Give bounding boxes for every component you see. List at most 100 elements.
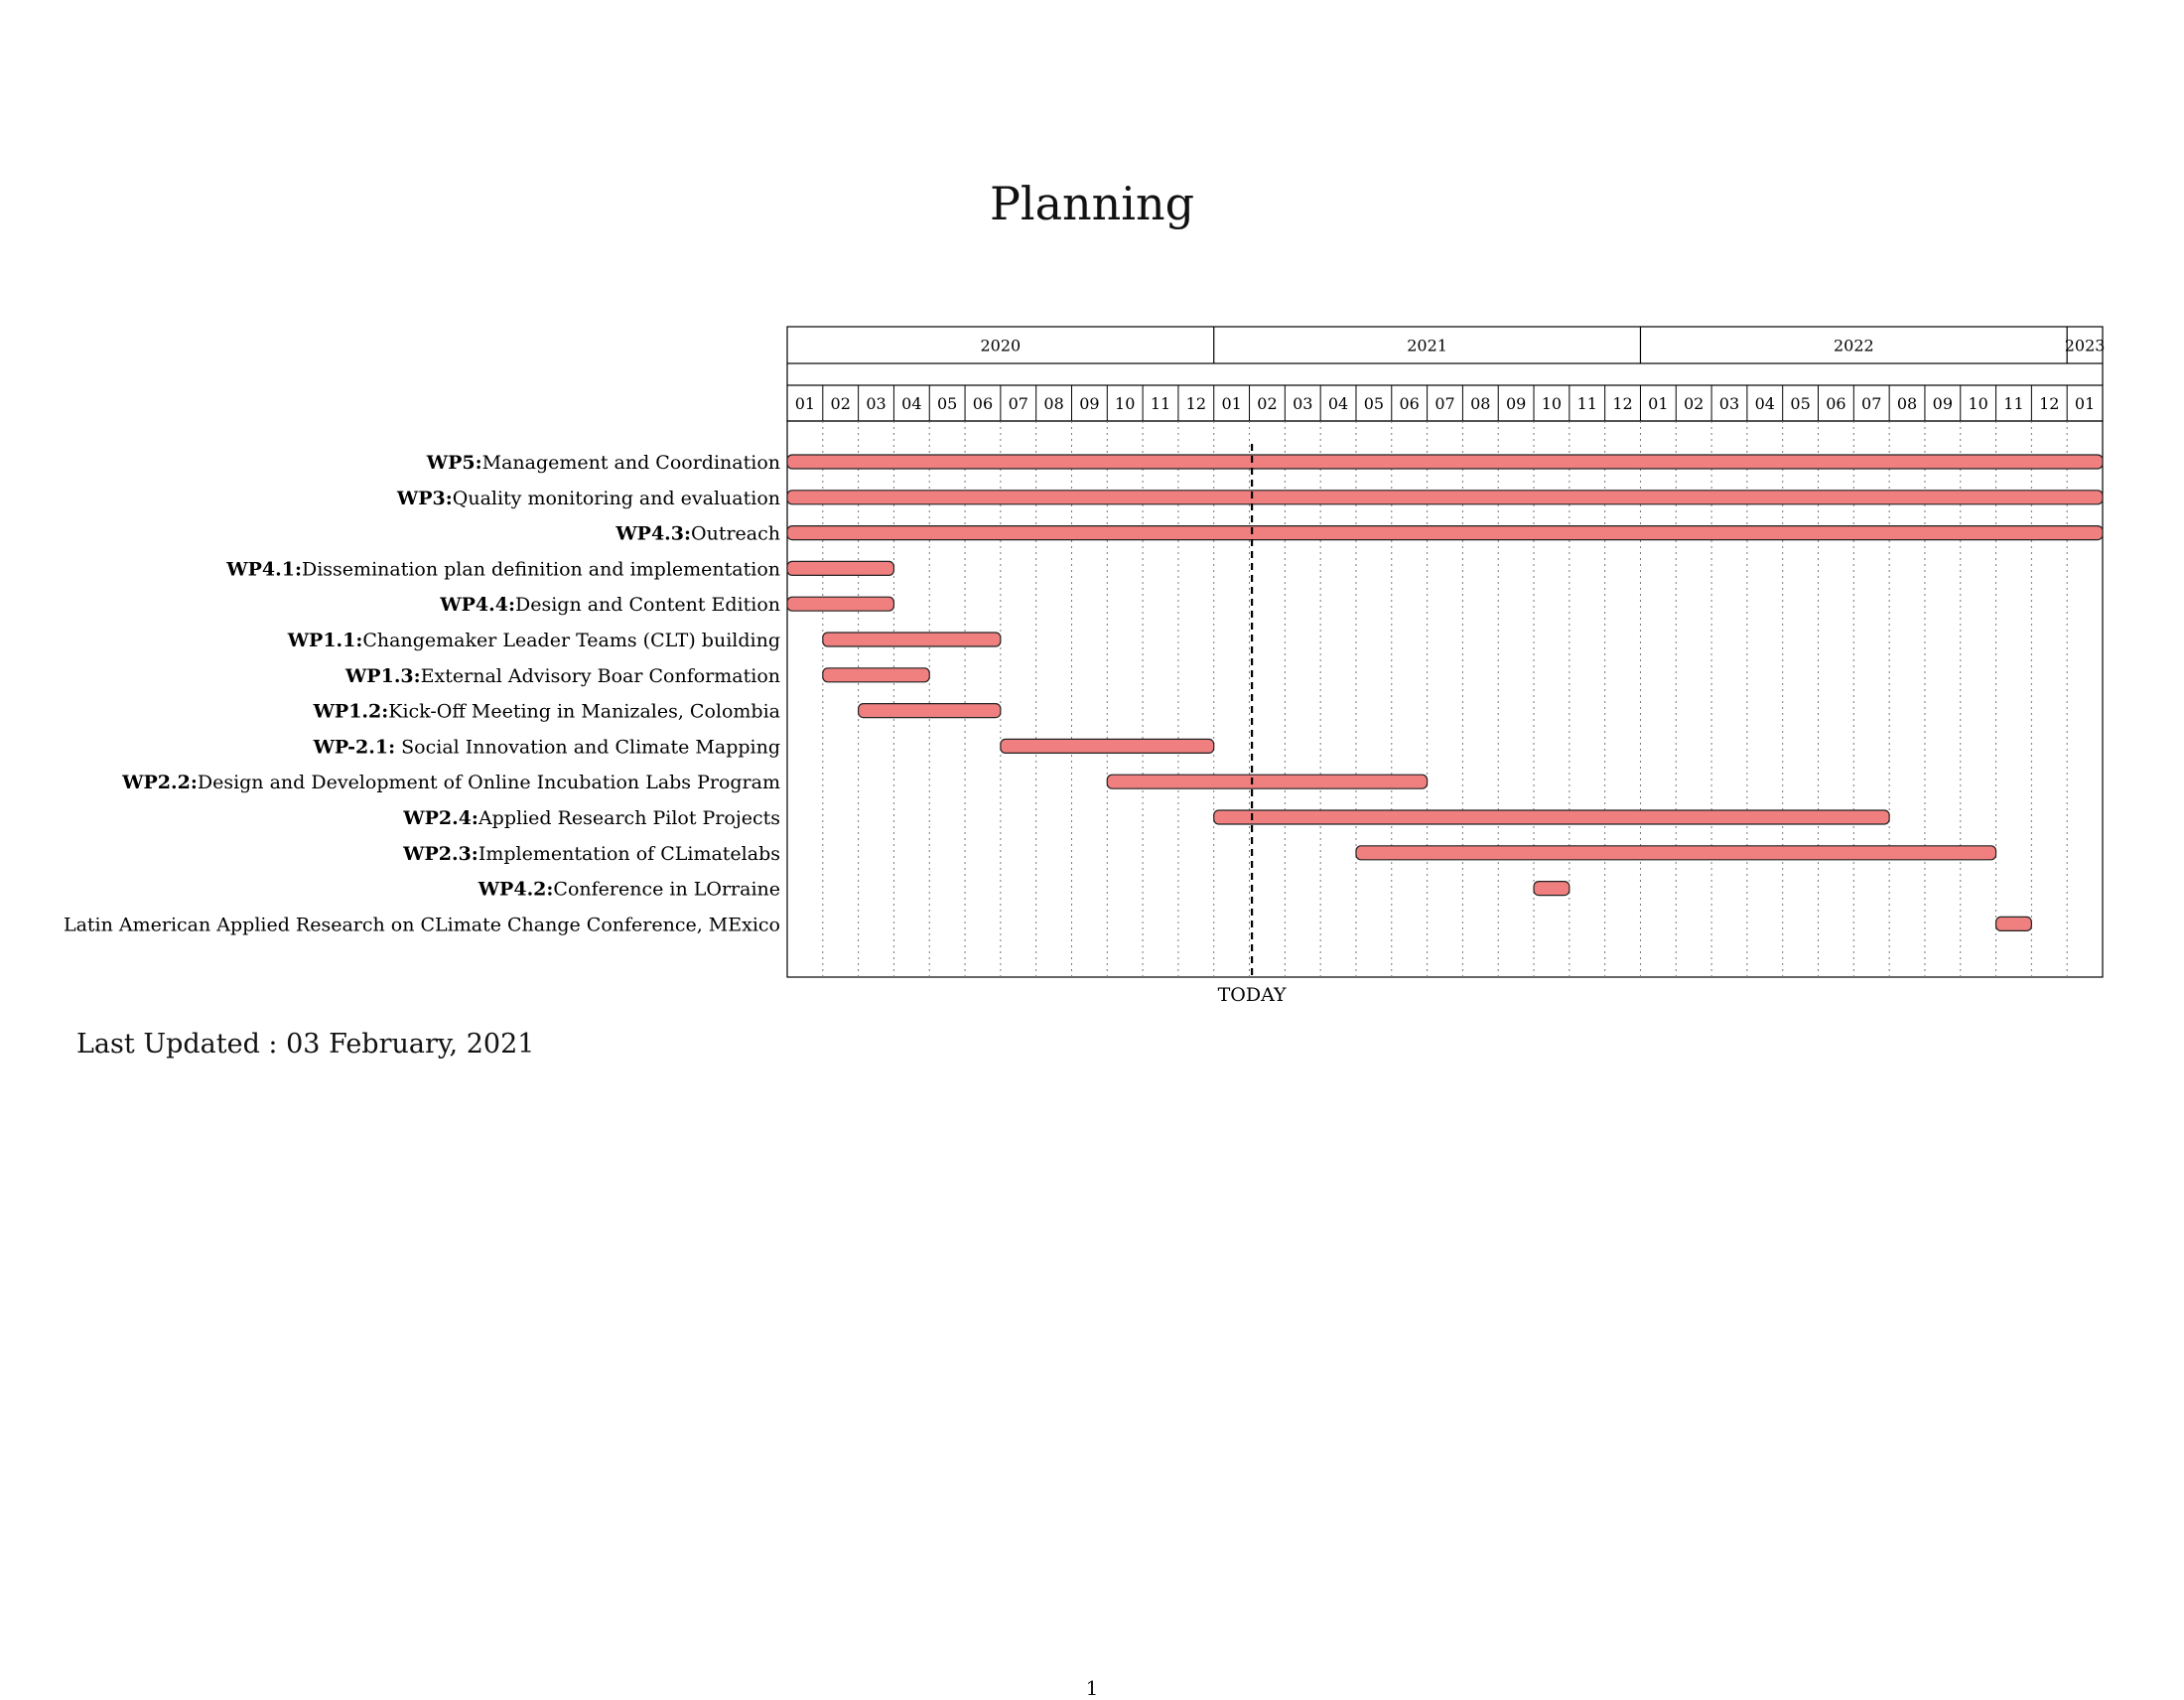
month-tick-label: 04	[901, 394, 921, 413]
month-tick-label: 06	[1826, 394, 1845, 413]
task-name: Outreach	[691, 523, 780, 545]
task-name: Latin American Applied Research on CLima…	[64, 914, 780, 935]
month-tick-label: 09	[1933, 394, 1953, 413]
month-tick-label: 06	[973, 394, 993, 413]
task-name: Applied Research Pilot Projects	[478, 807, 780, 829]
month-tick-label: 01	[795, 394, 815, 413]
month-tick-label: 04	[1328, 394, 1348, 413]
year-label: 2023	[2065, 337, 2106, 355]
task-label: WP4.2:Conference in LOrraine	[478, 879, 780, 901]
task-label: WP2.2:Design and Development of Online I…	[121, 772, 780, 793]
month-tick-label: 08	[1470, 394, 1490, 413]
task-name: Design and Content Edition	[515, 594, 780, 616]
task-label: Latin American Applied Research on CLima…	[64, 914, 780, 935]
task-bar	[786, 454, 2104, 470]
month-tick-label: 03	[1293, 394, 1312, 413]
month-tick-label: 12	[1186, 394, 1206, 413]
month-tick-label: 10	[1968, 394, 1987, 413]
month-tick-label: 02	[1684, 394, 1704, 413]
month-tick-label: 06	[1400, 394, 1420, 413]
task-id: WP1.3:	[344, 665, 421, 687]
task-label: WP2.4:Applied Research Pilot Projects	[402, 807, 780, 829]
last-updated-label: Last Updated :	[76, 1029, 278, 1060]
task-id: WP-2.1:	[313, 736, 396, 758]
month-tick-label: 05	[1790, 394, 1810, 413]
month-tick-label: 03	[1719, 394, 1739, 413]
last-updated-value: 03 February, 2021	[286, 1029, 535, 1060]
task-label: WP5:Management and Coordination	[426, 452, 780, 474]
task-label: WP1.2:Kick-Off Meeting in Manizales, Col…	[313, 701, 780, 723]
page-number: 1	[1085, 1676, 1099, 1700]
month-tick-label: 01	[1221, 394, 1241, 413]
task-id: WP5:	[426, 452, 482, 474]
month-tick-label: 10	[1115, 394, 1135, 413]
month-tick-label: 09	[1506, 394, 1526, 413]
month-tick-label: 02	[831, 394, 851, 413]
month-tick-label: 01	[2075, 394, 2095, 413]
task-bar	[1533, 880, 1570, 897]
month-tick-label: 12	[1612, 394, 1632, 413]
page-title: Planning	[989, 177, 1195, 230]
task-label: WP4.4:Design and Content Edition	[439, 594, 780, 616]
task-label: WP2.3:Implementation of CLimatelabs	[402, 843, 780, 865]
task-name: Kick-Off Meeting in Manizales, Colombia	[388, 701, 780, 723]
month-tick-label: 07	[1009, 394, 1028, 413]
task-label: WP4.1:Dissemination plan definition and …	[225, 558, 780, 580]
year-label: 2020	[981, 337, 1022, 355]
task-id: WP2.2:	[121, 772, 198, 793]
task-id: WP4.2:	[478, 879, 554, 901]
task-label: WP-2.1: Social Innovation and Climate Ma…	[313, 736, 780, 758]
gantt-chart: 2020 2021 2022 2023 01 02 03 04 05 06 07 08 09 10 11 12…	[64, 326, 2106, 1006]
month-tick-label: 02	[1257, 394, 1277, 413]
month-tick-label: 11	[2003, 394, 2023, 413]
last-updated-line: Last Updated : 03 February, 2021	[76, 1029, 534, 1060]
task-bar	[822, 667, 930, 683]
month-tick-label: 05	[937, 394, 957, 413]
task-bar	[1000, 738, 1215, 755]
task-bar	[786, 490, 2104, 505]
task-name: Design and Development of Online Incubat…	[198, 772, 780, 793]
month-tick-label: 07	[1434, 394, 1454, 413]
task-bar	[822, 632, 1002, 647]
task-id: WP4.1:	[225, 558, 302, 580]
task-name: Quality monitoring and evaluation	[453, 488, 780, 509]
task-bar	[786, 524, 2104, 541]
task-bar	[1106, 774, 1429, 789]
task-label: WP3:Quality monitoring and evaluation	[396, 488, 780, 509]
task-bar	[1213, 809, 1890, 825]
month-tick-label: 08	[1043, 394, 1063, 413]
month-tick-label: 11	[1577, 394, 1597, 413]
today-label: TODAY	[1218, 984, 1287, 1006]
task-id: WP2.4:	[402, 807, 478, 829]
task-bar	[858, 702, 1002, 719]
task-id: WP2.3:	[402, 843, 478, 865]
task-name: Changemaker Leader Teams (CLT) building	[362, 630, 780, 651]
year-header-frame	[786, 326, 2104, 364]
month-tick-label: 09	[1079, 394, 1099, 413]
task-label: WP1.1:Changemaker Leader Teams (CLT) bui…	[287, 630, 780, 651]
task-id: WP1.1:	[287, 630, 363, 651]
task-bar	[1355, 845, 1997, 861]
task-id: WP3:	[396, 488, 453, 509]
month-tick-label: 03	[866, 394, 886, 413]
month-tick-label: 11	[1151, 394, 1170, 413]
task-name: Social Innovation and Climate Mapping	[395, 736, 780, 758]
task-bar	[786, 596, 895, 612]
task-name: Management and Coordination	[482, 452, 780, 474]
year-label: 2021	[1407, 337, 1447, 355]
task-name: Dissemination plan definition and implem…	[302, 558, 780, 580]
month-tick-label: 05	[1364, 394, 1384, 413]
task-name: External Advisory Boar Conformation	[421, 665, 780, 687]
task-id: WP1.2:	[313, 701, 389, 723]
task-bar	[786, 560, 895, 577]
task-label: WP1.3:External Advisory Boar Conformatio…	[344, 665, 780, 687]
month-tick-label: 08	[1897, 394, 1917, 413]
month-tick-label: 04	[1755, 394, 1775, 413]
year-label: 2022	[1834, 337, 1874, 355]
chart-body-frame	[786, 420, 2104, 978]
task-label: WP4.3:Outreach	[614, 523, 780, 545]
task-bar	[1994, 916, 2032, 932]
task-name: Implementation of CLimatelabs	[478, 843, 780, 865]
task-id: WP4.3:	[614, 523, 691, 545]
month-tick-label: 10	[1542, 394, 1562, 413]
